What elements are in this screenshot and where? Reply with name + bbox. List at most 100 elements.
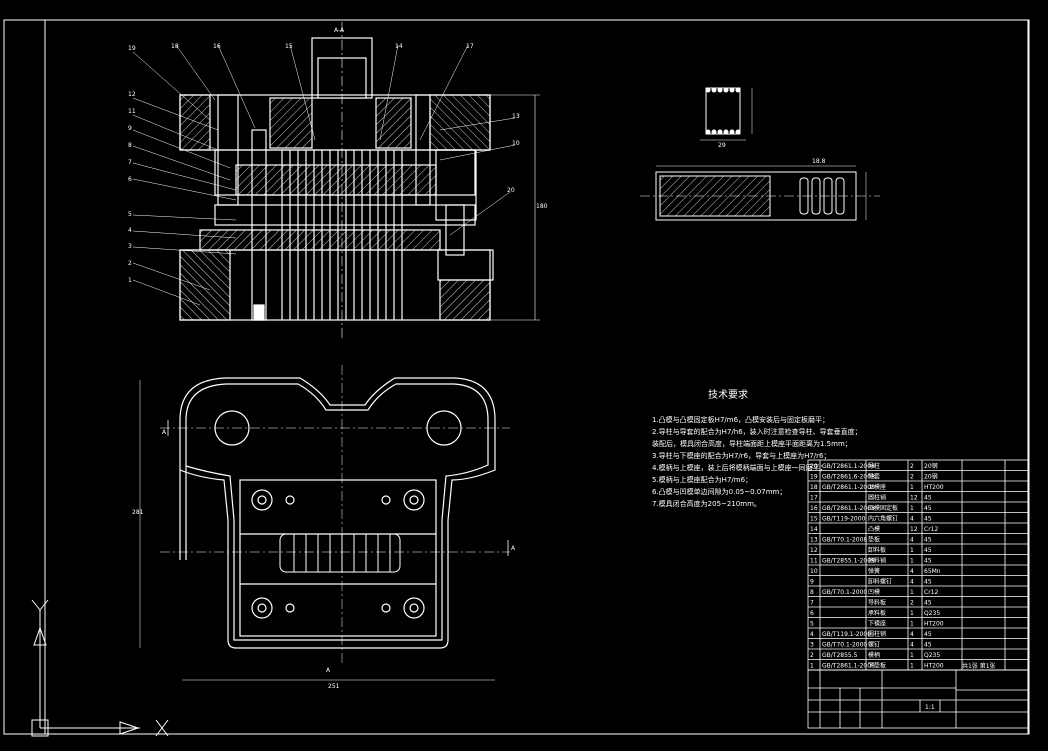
parts-cell: 45 xyxy=(924,516,932,523)
svg-text:8: 8 xyxy=(128,142,132,149)
parts-cell: 凸模固定板 xyxy=(868,504,898,512)
parts-cell: 上模座 xyxy=(868,483,886,491)
parts-cell: GB/T2861.6-2008 xyxy=(822,474,875,481)
parts-cell: 18 xyxy=(810,484,818,491)
svg-text:5: 5 xyxy=(128,211,132,218)
technical-requirements: 技术要求 1.凸模与凸模固定板H7/m6，凸模安装后与固定板磨平； 2.导柱与导… xyxy=(652,388,862,508)
parts-cell: 4 xyxy=(910,516,914,523)
dim-strip-pitch: 18.8 xyxy=(812,158,826,165)
svg-text:4: 4 xyxy=(128,227,132,234)
parts-cell: 1 xyxy=(910,652,914,659)
parts-cell: 下垫板 xyxy=(868,662,886,670)
svg-text:9: 9 xyxy=(128,125,132,132)
parts-cell: HT200 xyxy=(924,484,944,491)
parts-cell: 11 xyxy=(810,558,818,565)
parts-cell: 19 xyxy=(810,474,818,481)
parts-cell: 3 xyxy=(810,642,814,649)
parts-cell: Q235 xyxy=(924,610,940,617)
parts-cell: 螺钉 xyxy=(868,641,880,649)
parts-cell: GB/T2861.1-2008 xyxy=(822,463,875,470)
parts-cell: 圆柱销 xyxy=(868,630,886,638)
parts-cell: 1 xyxy=(810,663,814,670)
parts-cell: 4 xyxy=(810,631,814,638)
svg-text:装配后，模具闭合高度，导柱端面距上模座平面距离为1.5mm；: 装配后，模具闭合高度，导柱端面距上模座平面距离为1.5mm； xyxy=(652,439,852,448)
strip-layout xyxy=(640,87,880,221)
parts-cell: HT200 xyxy=(924,621,944,628)
parts-cell: GB/T70.1-2000 xyxy=(822,589,867,596)
parts-cell: 1 xyxy=(910,589,914,596)
svg-text:17: 17 xyxy=(466,43,474,50)
parts-cell: 凸模 xyxy=(868,525,880,533)
svg-text:7: 7 xyxy=(128,159,132,166)
parts-cell: 卸料板 xyxy=(868,546,886,554)
parts-cell: 4 xyxy=(910,579,914,586)
parts-cell: 45 xyxy=(924,631,932,638)
svg-text:14: 14 xyxy=(395,43,403,50)
svg-text:6.凸模与凹模单边间隙为0.05~0.07mm；: 6.凸模与凹模单边间隙为0.05~0.07mm； xyxy=(652,487,786,496)
svg-text:19: 19 xyxy=(128,45,136,52)
title-block-sheet: 共1张 第1张 xyxy=(962,662,996,670)
view-label-a: A xyxy=(326,667,331,674)
parts-cell: 承料板 xyxy=(868,609,886,617)
parts-cell: GB/T2861.1-2008 xyxy=(822,484,875,491)
svg-text:6: 6 xyxy=(128,176,132,183)
parts-cell: 10 xyxy=(810,568,818,575)
tech-req-title: 技术要求 xyxy=(708,388,748,401)
parts-cell: 2 xyxy=(910,600,914,607)
svg-text:7.模具闭合高度为205~210mm。: 7.模具闭合高度为205~210mm。 xyxy=(652,499,761,508)
parts-cell: 12 xyxy=(910,495,918,502)
parts-cell: 45 xyxy=(924,600,932,607)
parts-cell: 1 xyxy=(910,621,914,628)
parts-cell: 65Mn xyxy=(924,568,941,575)
parts-cell: 16 xyxy=(810,505,818,512)
parts-cell: 8 xyxy=(810,589,814,596)
parts-cell: Cr12 xyxy=(924,526,938,533)
parts-cell: 1 xyxy=(910,547,914,554)
parts-cell: 20钢 xyxy=(924,473,938,481)
sheet-border-inner xyxy=(44,19,1030,735)
svg-text:1: 1 xyxy=(128,277,132,284)
svg-text:20: 20 xyxy=(507,187,515,194)
parts-cell: 凹模 xyxy=(868,588,880,596)
parts-cell: 1 xyxy=(910,484,914,491)
parts-cell: GB/T70.1-2000 xyxy=(822,642,867,649)
parts-cell: 卸料螺钉 xyxy=(868,578,892,586)
cut-label-right: A xyxy=(511,545,516,552)
parts-cell: 4 xyxy=(910,537,914,544)
parts-cell: HT200 xyxy=(924,663,944,670)
svg-text:18: 18 xyxy=(171,43,179,50)
parts-cell: 6 xyxy=(810,610,814,617)
parts-cell: 45 xyxy=(924,537,932,544)
parts-cell: 2 xyxy=(810,652,814,659)
section-label-aa: A-A xyxy=(334,27,345,34)
svg-text:13: 13 xyxy=(512,113,520,120)
parts-cell: 45 xyxy=(924,579,932,586)
dim-plan-height: 281 xyxy=(132,509,144,516)
parts-cell: GB/T2855.5 xyxy=(822,652,858,659)
parts-cell: 14 xyxy=(810,526,818,533)
parts-cell: 4 xyxy=(910,642,914,649)
parts-cell: 13 xyxy=(810,537,818,544)
parts-cell: 45 xyxy=(924,642,932,649)
parts-cell: 1 xyxy=(910,558,914,565)
svg-text:4.模柄与上模座，装上后将模柄端面与上模座一同磨平；: 4.模柄与上模座，装上后将模柄端面与上模座一同磨平； xyxy=(652,463,827,472)
plan-view xyxy=(139,365,510,681)
svg-text:5.模柄与上模座配合为H7/m6；: 5.模柄与上模座配合为H7/m6； xyxy=(652,475,752,484)
section-view-labels: A-A 180 19 18 16 15 14 17 12 11 9 8 7 6 … xyxy=(128,27,548,284)
parts-cell: 5 xyxy=(810,621,814,628)
parts-cell: 4 xyxy=(910,631,914,638)
die-cavity-array xyxy=(279,533,401,573)
parts-list-table xyxy=(807,459,1029,729)
section-view xyxy=(132,22,540,340)
svg-text:1.凸模与凸模固定板H7/m6，凸模安装后与固定板磨平；: 1.凸模与凸模固定板H7/m6，凸模安装后与固定板磨平； xyxy=(652,415,829,424)
parts-cell: 挡料销 xyxy=(868,557,886,565)
parts-cell: 45 xyxy=(924,558,932,565)
parts-cell: 17 xyxy=(810,495,818,502)
parts-cell: 导套 xyxy=(868,473,880,481)
parts-cell: 9 xyxy=(810,579,814,586)
parts-cell: 导柱 xyxy=(868,462,880,470)
parts-cell: GB/T2855.1-2008 xyxy=(822,558,875,565)
parts-cell: 1 xyxy=(910,505,914,512)
svg-text:2.导柱与导套的配合为H7/h6，装入时注意检查导柱、导套垂: 2.导柱与导套的配合为H7/h6，装入时注意检查导柱、导套垂直度； xyxy=(652,427,862,436)
parts-cell: 45 xyxy=(924,547,932,554)
